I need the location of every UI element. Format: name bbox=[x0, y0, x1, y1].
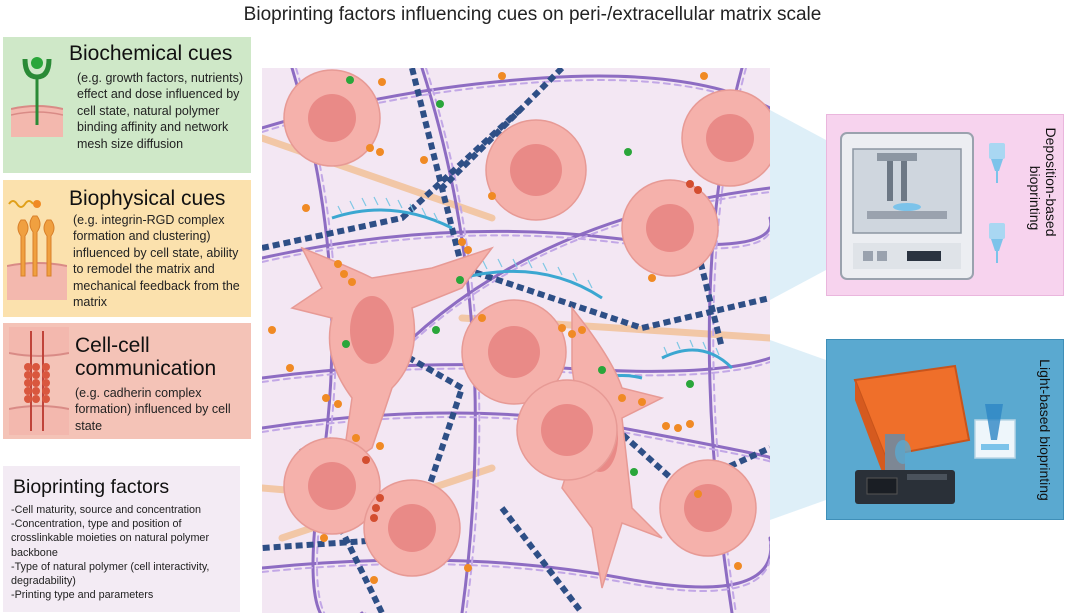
factor-item: -Type of natural polymer (cell interacti… bbox=[11, 560, 210, 588]
cell-cell-title-line2: communication bbox=[75, 357, 217, 380]
vat-icon bbox=[974, 404, 1016, 459]
cell-cell-communication-panel: Cell-cell communication (e.g. cadherin c… bbox=[3, 323, 251, 439]
cadherin-icon bbox=[9, 327, 69, 435]
nozzle-icon bbox=[989, 223, 1005, 263]
factor-item: -Printing type and parameters bbox=[11, 589, 154, 602]
biochemical-cues-title: Biochemical cues bbox=[69, 42, 233, 65]
integrin-icon bbox=[7, 200, 67, 300]
light-label: Light-based bioprinting bbox=[1037, 359, 1053, 501]
nozzle-icon bbox=[989, 143, 1005, 183]
light-bioprinting-panel: Light-based bioprinting bbox=[826, 339, 1064, 520]
cell-cell-title-line1: Cell-cell bbox=[75, 334, 150, 357]
bioprinting-factors-panel: Bioprinting factors -Cell maturity, sour… bbox=[3, 466, 240, 612]
cell-junction-sites bbox=[362, 180, 702, 522]
bioprinting-factors-title: Bioprinting factors bbox=[13, 476, 170, 498]
figure-title: Bioprinting factors influencing cues on … bbox=[243, 4, 822, 25]
factor-item: -Cell maturity, source and concentration bbox=[11, 504, 202, 516]
factor-item: -Concentration, type and position of cro… bbox=[11, 518, 210, 559]
dlp-printer-icon bbox=[853, 364, 971, 504]
extracellular-matrix-illustration bbox=[262, 68, 770, 613]
biochemical-cues-text: (e.g. growth factors, nutrients) effect … bbox=[77, 71, 244, 151]
growth-factor-receptor-icon bbox=[11, 57, 63, 137]
deposition-label-line2: bioprinting bbox=[1027, 165, 1043, 231]
deposition-label-line1: Deposition-based bbox=[1043, 127, 1059, 237]
cell-cell-text: (e.g. cadherin complex formation) influe… bbox=[75, 386, 231, 433]
binding-sites bbox=[268, 72, 742, 584]
deposition-bioprinting-panel: Deposition-based bioprinting bbox=[826, 114, 1064, 296]
biochemical-cues-panel: Biochemical cues (e.g. growth factors, n… bbox=[3, 37, 251, 173]
biophysical-cues-panel: Biophysical cues (e.g. integrin-RGD comp… bbox=[3, 180, 251, 317]
nutrient-molecules bbox=[342, 76, 694, 476]
bioprinting-factors-list: -Cell maturity, source and concentration… bbox=[11, 503, 237, 602]
round-cell-nuclei bbox=[308, 94, 754, 552]
matrix-canvas bbox=[262, 68, 770, 613]
cyan-fiber-bristles bbox=[337, 196, 720, 356]
projection-beams bbox=[770, 110, 826, 520]
extrusion-printer-icon bbox=[840, 132, 974, 280]
biophysical-cues-title: Biophysical cues bbox=[69, 187, 226, 210]
biophysical-cues-text: (e.g. integrin-RGD complex formation and… bbox=[73, 213, 240, 310]
